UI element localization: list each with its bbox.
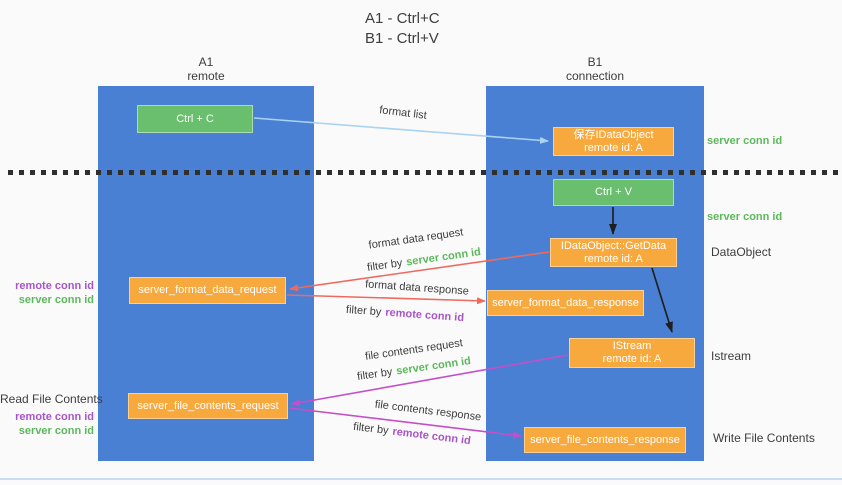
filter-prefix: filter by [352, 420, 390, 438]
lane-a1-title: A1 [198, 55, 214, 69]
lane-b1-subtitle: connection [565, 69, 625, 83]
file-contents-response-label: file contents response [374, 398, 482, 424]
lane-b1-title: B1 [587, 55, 603, 69]
getdata-line1: IDataObject::GetData [560, 239, 667, 252]
server-format-data-response-node: server_format_data_response [487, 290, 644, 316]
diagram-title: A1 - Ctrl+C B1 - Ctrl+V [365, 9, 440, 49]
write-file-contents-note: Write File Contents [713, 431, 815, 445]
server-file-contents-response-label: server_file_contents_response [530, 433, 680, 446]
phase-separator-dotted-line [8, 170, 842, 175]
server-conn-id-note-mid: server conn id [707, 211, 783, 223]
filter-prefix: filter by [366, 257, 404, 274]
ctrl-c-node: Ctrl + C [137, 105, 253, 133]
read-file-contents-note: Read File Contents [0, 392, 103, 406]
server-conn-id-note-top: server conn id [707, 135, 783, 147]
server-file-contents-request-label: server_file_contents_request [137, 399, 279, 412]
istream-line2: remote id: A [602, 353, 662, 365]
format-list-label: format list [378, 104, 428, 122]
format-data-response-label: format data response [364, 278, 470, 298]
filter-prefix: filter by [345, 303, 382, 319]
bottom-edge-strip [0, 478, 842, 480]
filter-value: remote conn id [391, 425, 472, 448]
lane-header-b1: B1 connection [486, 55, 704, 83]
dataobject-note: DataObject [711, 245, 772, 259]
format-data-request-label: format data request [367, 226, 465, 252]
save-dataobject-line2: remote id: A [584, 141, 643, 154]
remote-conn-id-note-file: remote conn id [15, 411, 94, 423]
server-file-contents-response-node: server_file_contents_response [524, 427, 686, 453]
ctrl-c-label: Ctrl + C [176, 112, 214, 125]
server-format-data-response-label: server_format_data_response [492, 296, 639, 309]
filter-value: server conn id [405, 246, 482, 269]
title-line-2: B1 - Ctrl+V [365, 30, 439, 47]
server-format-data-request-node: server_format_data_request [129, 277, 286, 304]
filter-value: remote conn id [384, 306, 465, 325]
save-dataobject-line1: 保存IDataObject [573, 128, 654, 141]
remote-conn-id-note-format: remote conn id [15, 280, 94, 292]
istream-note: Istream [711, 349, 752, 363]
server-conn-id-note-format: server conn id [18, 294, 94, 306]
server-format-data-request-label: server_format_data_request [138, 284, 277, 296]
lane-a1-subtitle: remote [187, 69, 225, 83]
getdata-node: IDataObject::GetData remote id: A [550, 238, 677, 267]
getdata-line2: remote id: A [584, 252, 643, 265]
filter-prefix: filter by [356, 366, 394, 383]
ctrl-v-node: Ctrl + V [553, 179, 674, 206]
server-file-contents-request-node: server_file_contents_request [128, 393, 288, 419]
ctrl-v-label: Ctrl + V [595, 186, 632, 198]
save-dataobject-node: 保存IDataObject remote id: A [553, 127, 674, 156]
istream-line1: IStream [612, 340, 652, 352]
server-conn-id-note-file: server conn id [18, 425, 94, 437]
istream-node: IStream remote id: A [569, 338, 695, 368]
lane-header-a1: A1 remote [98, 55, 314, 83]
filter-value: server conn id [395, 355, 472, 378]
title-line-1: A1 - Ctrl+C [365, 10, 440, 27]
